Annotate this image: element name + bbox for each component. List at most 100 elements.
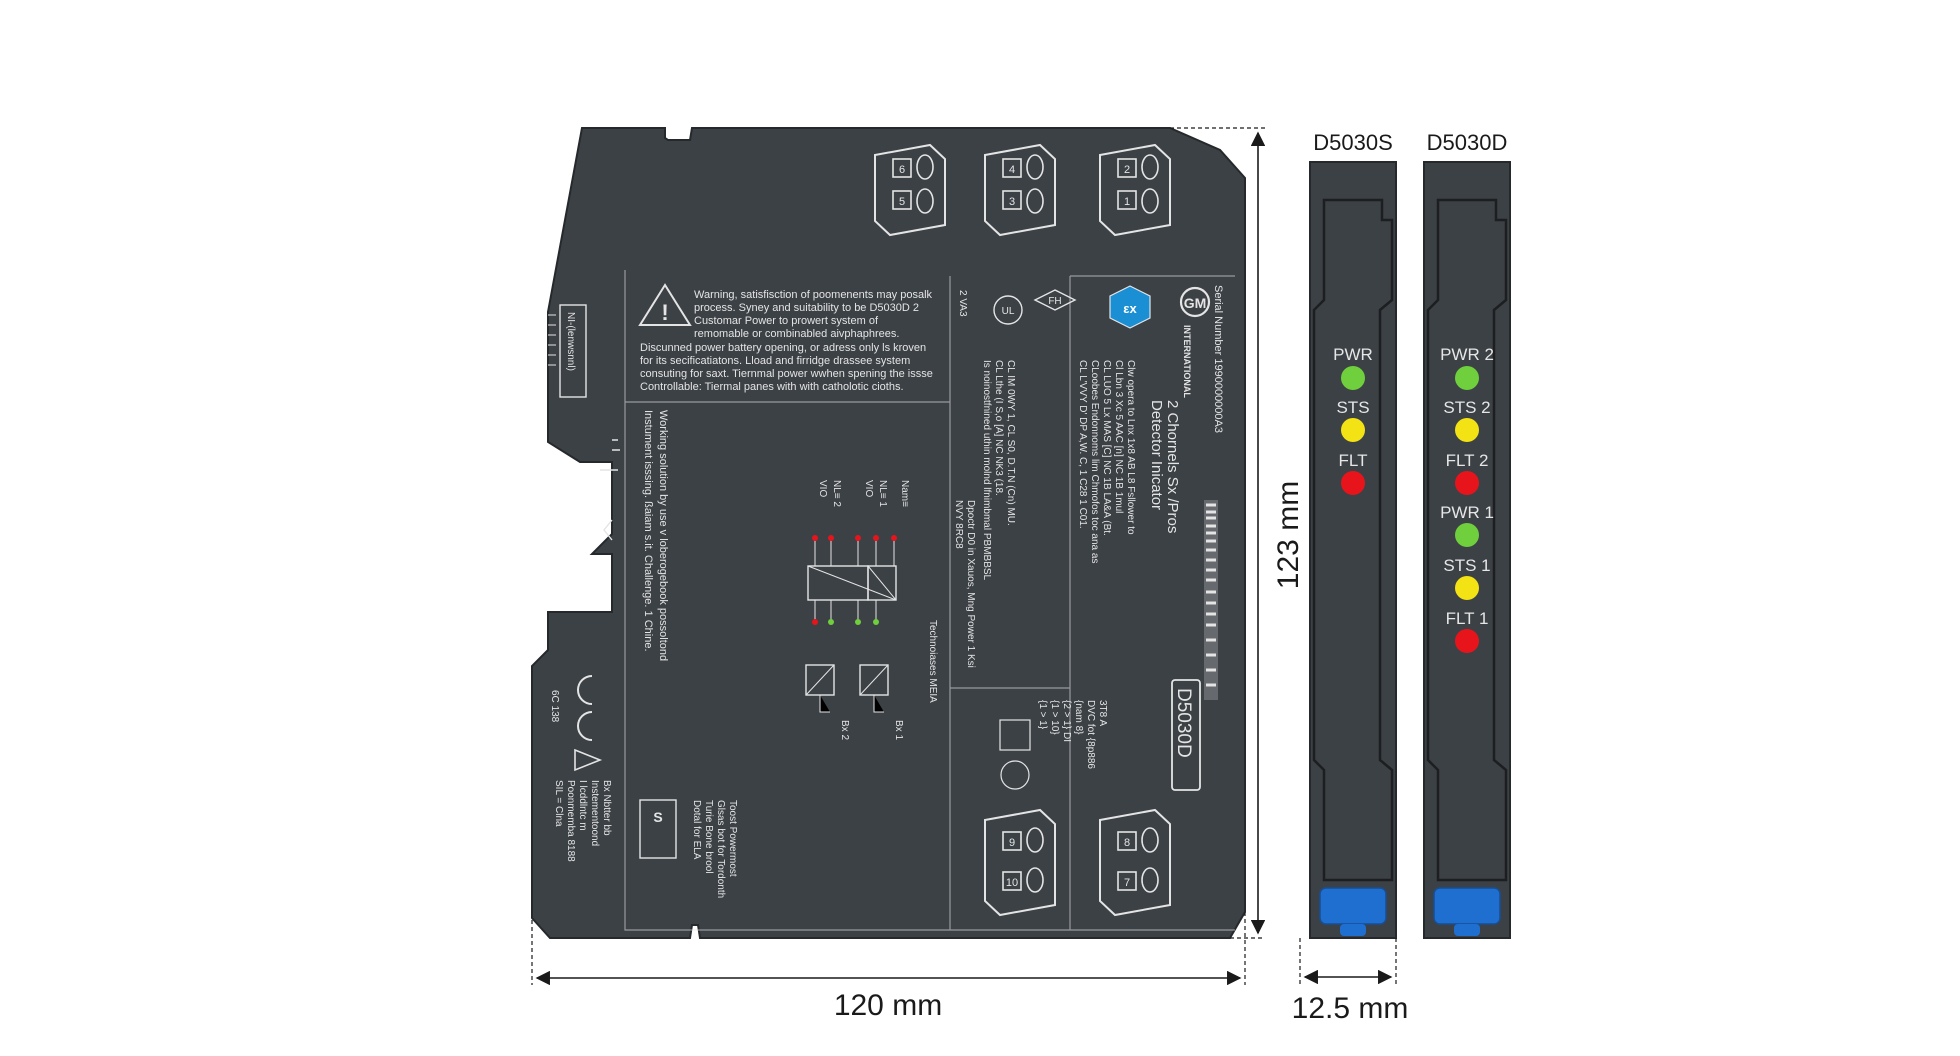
- svg-text:{1 > 10}: {1 > 10}: [1049, 700, 1060, 735]
- svg-text:VIO: VIO: [863, 480, 874, 497]
- svg-text:Instument isssing. ßaiam s.it.: Instument isssing. ßaiam s.it. Challenge…: [642, 410, 654, 652]
- svg-text:Is noinostfnined uthin molnd l: Is noinostfnined uthin molnd lfnimbmal P…: [981, 360, 992, 581]
- instrument-text: Working solution by use v loberogebook p…: [642, 410, 669, 661]
- svg-text:NL≡ 2: NL≡ 2: [831, 480, 842, 507]
- ce-mark-icon: 6C 138: [549, 675, 603, 772]
- svg-text:3: 3: [1009, 196, 1015, 208]
- svg-text:1: 1: [1124, 196, 1130, 208]
- svg-text:{nam 8}: {nam 8}: [1073, 700, 1084, 735]
- svg-text:Controllable: Tiermal panes wi: Controllable: Tiermal panes with with ca…: [640, 381, 904, 393]
- svg-text:Bx 1: Bx 1: [893, 720, 904, 740]
- product-title: 2 Chornels Sx /Pros Detector Inicator: [1148, 400, 1181, 533]
- din-rail-clip-icon: [600, 439, 620, 541]
- svg-text:PWR 2: PWR 2: [1440, 345, 1494, 364]
- led-flt: [1341, 471, 1365, 495]
- svg-text:2: 2: [1124, 164, 1130, 176]
- cert-marks: FH UL 2 VA3: [957, 289, 1077, 325]
- front-housing: [531, 127, 1246, 939]
- svg-text:NI-(lenwsnnl): NI-(lenwsnnl): [565, 312, 576, 371]
- svg-text:INTERNATIONAL: INTERNATIONAL: [1182, 325, 1192, 398]
- led-pwr-1: [1455, 523, 1479, 547]
- svg-text:Dotal for ELA: Dotal for ELA: [691, 800, 702, 860]
- svg-text:4: 4: [1009, 164, 1015, 176]
- led-sts-2: [1455, 418, 1479, 442]
- svg-text:I lcddlntc m: I lcddlntc m: [577, 780, 588, 831]
- svg-text:STS: STS: [1336, 398, 1369, 417]
- spec-lines: Clw opera to Lnx 1x8 AB L8 Fsllower to C…: [981, 360, 1136, 581]
- svg-text:CL Lthe (I S,o [A] NC NK3 (18.: CL Lthe (I S,o [A] NC NK3 (18.: [993, 360, 1004, 496]
- terminal-block-9-10: 9 10: [984, 808, 1056, 917]
- barcode: [1204, 500, 1218, 700]
- terminal-block-8-7: 8 7: [1099, 808, 1171, 917]
- svg-text:7: 7: [1124, 877, 1130, 889]
- svg-text:Bx Nbtter bb: Bx Nbtter bb: [601, 780, 612, 836]
- side-view-d5030d: PWR 2 STS 2 FLT 2 PWR 1 STS 1 FLT 1: [1423, 161, 1511, 939]
- svg-text:Poonmemba 8188: Poonmemba 8188: [565, 780, 576, 862]
- svg-text:2 Chornels Sx /Pros: 2 Chornels Sx /Pros: [1164, 400, 1181, 533]
- svg-text:6C 138: 6C 138: [549, 690, 560, 723]
- svg-text:STS 1: STS 1: [1443, 556, 1490, 575]
- model-box: D5030D: [1171, 679, 1201, 791]
- svg-text:5: 5: [899, 196, 905, 208]
- svg-text:Serial Number 1990000000A3: Serial Number 1990000000A3: [1212, 285, 1224, 433]
- svg-text:Dpoctr D0 in Xauos, Mng Power: Dpoctr D0 in Xauos, Mng Power 1 Ksi: [965, 500, 976, 668]
- svg-text:6: 6: [899, 164, 905, 176]
- svg-text:process. Syney and suitability: process. Syney and suitability to be D50…: [694, 302, 919, 314]
- width-dimension: [531, 912, 1246, 986]
- width-label: 120 mm: [834, 989, 942, 1022]
- svg-text:Working solution by use v lobe: Working solution by use v loberogebook p…: [657, 410, 669, 661]
- terminal-block-2-1: 2 1: [1099, 143, 1171, 237]
- svg-text:FLT 2: FLT 2: [1446, 451, 1489, 470]
- serial-number: Serial Number 1990000000A3: [1212, 285, 1224, 433]
- svg-text:DVC fot {8p886: DVC fot {8p886: [1085, 700, 1096, 769]
- depth-dimension: [1299, 938, 1397, 985]
- svg-text:FH: FH: [1048, 296, 1061, 307]
- right-box-text: 3T8 A DVC fot {8p886 {nam 8} {2 > 1} DI …: [999, 700, 1108, 790]
- svg-text:Instementoond: Instementoond: [589, 780, 600, 846]
- sil-badge-icon: S: [639, 799, 677, 859]
- svg-text:!: !: [661, 300, 668, 325]
- terminal-block-4-3: 4 3: [984, 143, 1056, 237]
- svg-text:2 VA3: 2 VA3: [957, 290, 968, 317]
- led-flt-1: [1455, 629, 1479, 653]
- brand-logo: GM INTERNATIONAL: [1179, 286, 1211, 398]
- svg-text:Clw opera to Lnx 1x8 AB L8 Fsl: Clw opera to Lnx 1x8 AB L8 Fsllower to: [1125, 360, 1136, 535]
- led-pwr-2: [1455, 366, 1479, 390]
- svg-text:{2 > 1} DI: {2 > 1} DI: [1061, 700, 1072, 742]
- svg-text:FLT 1: FLT 1: [1446, 609, 1489, 628]
- depth-label: 12.5 mm: [1292, 992, 1409, 1025]
- svg-text:PWR 1: PWR 1: [1440, 503, 1494, 522]
- svg-text:Customar Power to prowert syst: Customar Power to prowert system of: [694, 315, 879, 327]
- svg-text:Warning, satisfisction of poom: Warning, satisfisction of poomenents may…: [694, 289, 933, 301]
- svg-text:{1 > 1}: {1 > 1}: [1037, 700, 1048, 730]
- svg-text:Cl Lbn 3 Xc 5 AAC [n] NC 1B 1m: Cl Lbn 3 Xc 5 AAC [n] NC 1B 1mul: [1113, 360, 1124, 513]
- front-body-outline: [531, 127, 1246, 939]
- side-cert-text: Toost Powermost Glsas bot for Tordonth T…: [691, 800, 738, 898]
- svg-text:PWR: PWR: [1333, 345, 1373, 364]
- svg-text:consuting for saxt. Tiernmal p: consuting for saxt. Tiernmal power wwhen…: [640, 368, 933, 380]
- svg-text:FLT: FLT: [1339, 451, 1368, 470]
- model-label-d5030d: D5030D: [1427, 130, 1508, 155]
- svg-text:GM: GM: [1184, 295, 1207, 311]
- svg-text:for its secificatiatons. Lload: for its secificatiatons. Lload and firri…: [640, 355, 910, 367]
- svg-text:8: 8: [1124, 837, 1130, 849]
- diagram-caption: Dpoctr D0 in Xauos, Mng Power 1 Ksi NVY …: [927, 500, 976, 703]
- svg-text:Turie Bone brool: Turie Bone brool: [703, 800, 714, 874]
- warning-icon: !: [638, 283, 692, 326]
- led-pwr: [1341, 366, 1365, 390]
- terminal-block-6-5: 6 5: [874, 143, 946, 237]
- svg-text:CLoobes Endonnoms lim Chmofos: CLoobes Endonnoms lim Chmofos toc ana as: [1089, 360, 1100, 563]
- svg-text:9: 9: [1009, 837, 1015, 849]
- svg-text:VIO: VIO: [817, 480, 828, 497]
- svg-text:Bx 2: Bx 2: [839, 720, 850, 740]
- svg-text:S: S: [653, 809, 662, 825]
- side-view-d5030s: PWR STS FLT: [1309, 161, 1397, 939]
- svg-text:Discunned power battery openin: Discunned power battery opening, or adre…: [640, 342, 926, 354]
- model-label-d5030s: D5030S: [1313, 130, 1393, 155]
- led-flt-2: [1455, 471, 1479, 495]
- svg-text:NL≡ 1: NL≡ 1: [877, 480, 888, 507]
- svg-text:Nam≡: Nam≡: [899, 480, 910, 507]
- led-sts-1: [1455, 576, 1479, 600]
- svg-text:Glsas bot for Tordonth: Glsas bot for Tordonth: [715, 800, 726, 898]
